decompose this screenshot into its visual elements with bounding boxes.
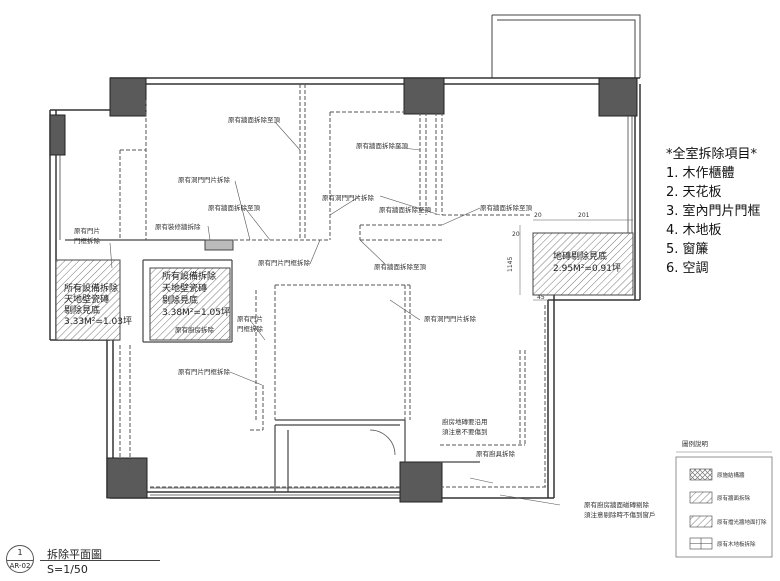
svg-text:所有設備拆除: 所有設備拆除	[162, 270, 216, 282]
removal-item: 5. 窗簾	[666, 242, 709, 257]
demolition-lines	[119, 84, 548, 488]
svg-text:原有洞門門片拆除: 原有洞門門片拆除	[178, 175, 231, 184]
sheet-marker: 1 AR-02	[6, 545, 34, 573]
svg-text:原有廚房拆除: 原有廚房拆除	[175, 325, 215, 334]
room-label-bath-left: 所有設備拆除 天地壁瓷磚 剔除見底 3.33M²=1.03坪	[64, 282, 132, 327]
svg-text:20: 20	[512, 231, 520, 238]
sheet-number: 1	[17, 548, 23, 557]
svg-text:原有擋光牆地面打除: 原有擋光牆地面打除	[717, 518, 767, 526]
svg-text:廚房地磚要沿用: 廚房地磚要沿用	[442, 417, 488, 426]
leader-lines	[109, 121, 561, 506]
svg-text:圖例說明: 圖例說明	[682, 439, 709, 448]
svg-text:原有木地板拆除: 原有木地板拆除	[717, 540, 756, 548]
legend: 圖例說明 原施結構牆 原有牆面拆除 原有擋光牆地面打除 原有木地板拆除	[675, 439, 773, 558]
svg-text:原施結構牆: 原施結構牆	[717, 471, 745, 479]
svg-text:剔除見底: 剔除見底	[162, 294, 198, 306]
svg-text:原有牆面拆除至頂: 原有牆面拆除至頂	[379, 205, 432, 214]
dimension-lines	[519, 219, 633, 301]
svg-text:2.95M²=0.91坪: 2.95M²=0.91坪	[553, 263, 621, 274]
svg-text:原有廚房牆面磁磚剔除: 原有廚房牆面磁磚剔除	[584, 500, 650, 509]
svg-text:門框拆除: 門框拆除	[74, 236, 101, 245]
removal-item: 1. 木作櫃體	[666, 166, 735, 181]
svg-text:原有牆面拆除至頂: 原有牆面拆除至頂	[480, 203, 533, 212]
svg-text:原有牆面拆除至頂: 原有牆面拆除至頂	[208, 203, 261, 212]
svg-text:1145: 1145	[507, 257, 514, 272]
legend-swatch-floor	[689, 515, 713, 528]
svg-text:原有裝修牆拆除: 原有裝修牆拆除	[155, 222, 201, 231]
svg-text:天地壁瓷磚: 天地壁瓷磚	[162, 282, 207, 294]
svg-text:須注意剔除時不傷到窗戶: 須注意剔除時不傷到窗戶	[584, 510, 656, 519]
removal-item: 2. 天花板	[666, 185, 722, 200]
title-divider	[40, 560, 160, 561]
svg-text:所有設備拆除: 所有設備拆除	[64, 282, 118, 294]
svg-text:3.38M²=1.05坪: 3.38M²=1.05坪	[162, 307, 230, 318]
svg-text:剔除見底: 剔除見底	[64, 304, 100, 316]
removal-item: 3. 室內門片門框	[666, 204, 761, 219]
svg-text:20: 20	[534, 212, 542, 219]
door-swing	[369, 429, 396, 456]
dimensions: 201 20 20 1145 45	[507, 212, 590, 301]
svg-text:原有門片門框拆除: 原有門片門框拆除	[258, 258, 311, 267]
removal-list-heading: *全室拆除項目*	[666, 147, 758, 162]
svg-text:45: 45	[537, 294, 545, 301]
svg-text:原有牆面拆除至頂: 原有牆面拆除至頂	[374, 262, 427, 271]
hatched-zones	[55, 232, 634, 341]
svg-text:天地壁瓷磚: 天地壁瓷磚	[64, 293, 109, 305]
removal-items-list: *全室拆除項目* 1. 木作櫃體 2. 天花板 3. 室內門片門框 4. 木地板…	[666, 145, 761, 278]
removal-item: 6. 空調	[666, 261, 709, 276]
svg-text:原有牆面拆除: 原有牆面拆除	[717, 494, 751, 502]
svg-text:原有洞門門片拆除: 原有洞門門片拆除	[424, 314, 477, 323]
svg-text:原有廚具拆除: 原有廚具拆除	[476, 449, 516, 458]
plan-title: 拆除平面圖	[47, 548, 102, 561]
legend-swatch-wall	[689, 491, 713, 504]
svg-text:原有洞門門片拆除: 原有洞門門片拆除	[322, 193, 375, 202]
svg-text:原有牆面拆除至頂: 原有牆面拆除至頂	[356, 141, 409, 150]
svg-text:原有門片: 原有門片	[74, 226, 100, 235]
removal-item: 4. 木地板	[666, 223, 722, 238]
svg-text:原有牆面拆除至頂: 原有牆面拆除至頂	[228, 115, 281, 124]
svg-text:201: 201	[578, 212, 590, 219]
svg-text:地磚剔除見底: 地磚剔除見底	[553, 250, 607, 262]
svg-text:3.33M²=1.03坪: 3.33M²=1.03坪	[64, 316, 132, 327]
plan-scale: S=1/50	[47, 563, 88, 576]
legend-swatch-structure	[689, 468, 713, 481]
svg-text:原有門片: 原有門片	[237, 314, 263, 323]
annotations: 原有牆面拆除至頂 原有牆面拆除至頂 原有洞門門片拆除 原有洞門門片拆除 原有牆面…	[74, 115, 656, 519]
room-label-floor-tile: 地磚剔除見底 2.95M²=0.91坪	[553, 250, 621, 274]
svg-text:門框拆除: 門框拆除	[237, 324, 264, 333]
svg-text:原有門片門框拆除: 原有門片門框拆除	[178, 367, 231, 376]
sheet-ref: AR-02	[7, 560, 33, 570]
svg-text:須注意不要傷到: 須注意不要傷到	[442, 427, 488, 436]
balcony	[491, 14, 641, 78]
room-label-bath-center: 所有設備拆除 天地壁瓷磚 剔除見底 3.38M²=1.05坪	[162, 270, 230, 318]
